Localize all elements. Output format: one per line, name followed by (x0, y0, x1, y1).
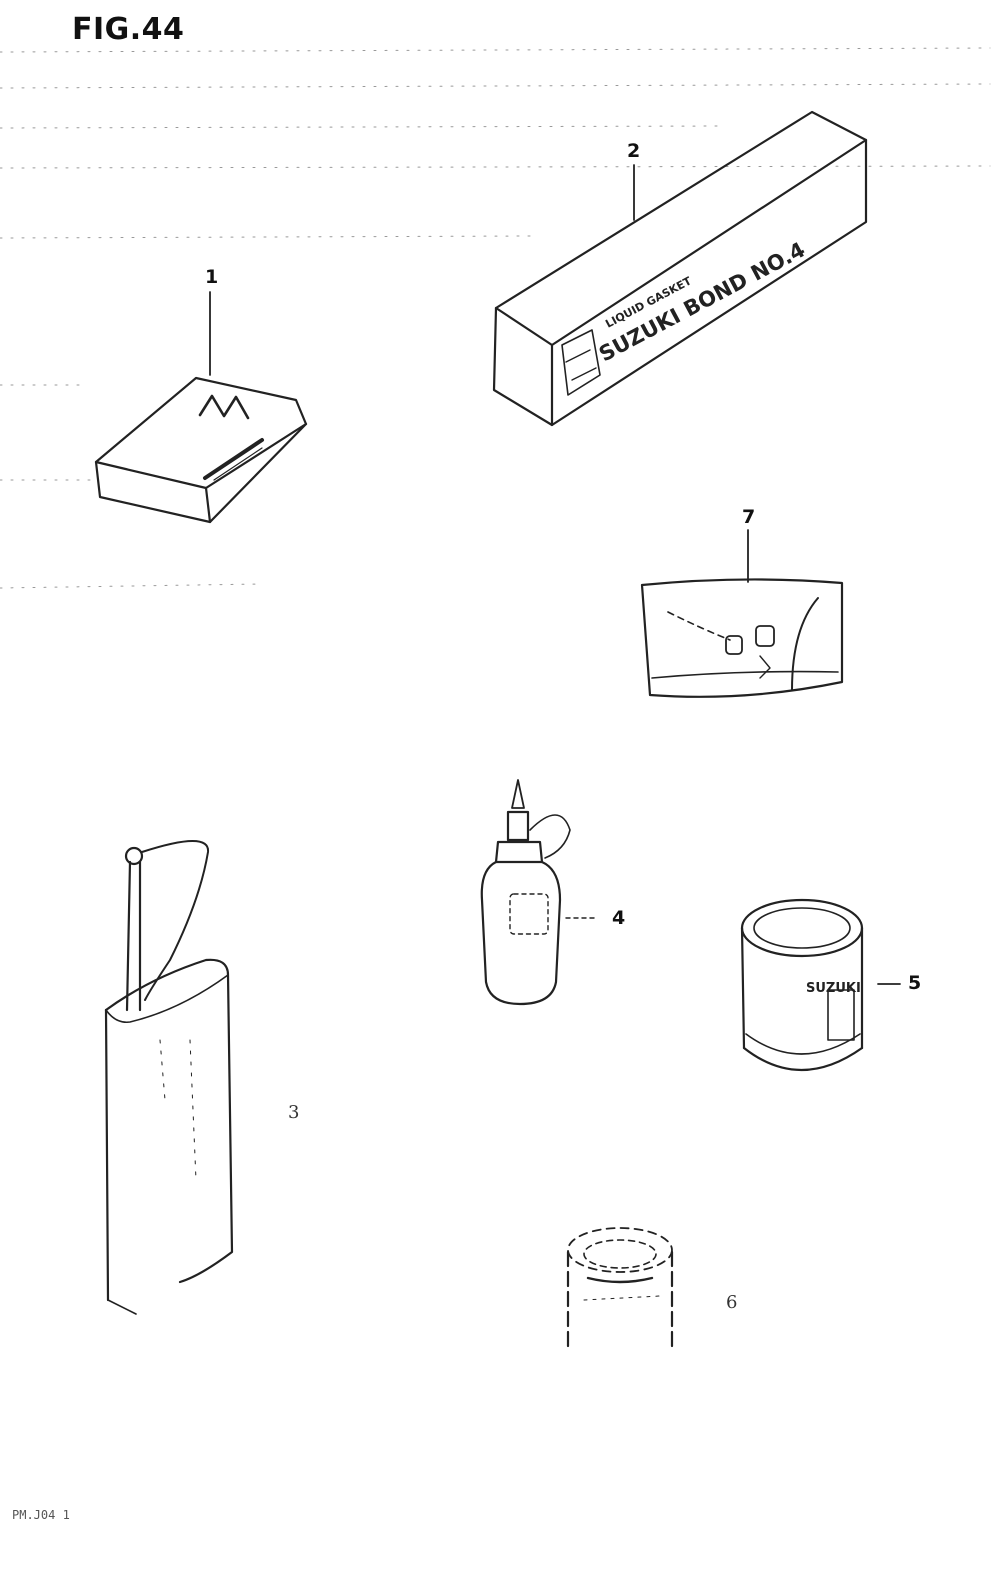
callout-5: 5 (908, 972, 922, 994)
figure-title: FIG.44 (72, 12, 185, 47)
part-6-can (566, 1227, 674, 1352)
callout-3: 3 (288, 1102, 300, 1123)
callout-6: 6 (726, 1292, 738, 1313)
footer-code: PM.J04 1 (12, 1508, 70, 1522)
part-1-box (94, 291, 308, 524)
part-4-bottle (480, 779, 597, 1006)
part-7-pouch (640, 529, 844, 698)
part-5-tin (740, 898, 901, 1072)
tin5-label: SUZUKI (806, 981, 861, 996)
callout-2: 2 (627, 140, 641, 162)
part-3-can (104, 840, 234, 1315)
part-2-lettering: LIQUID GASKET SUZUKI BOND NO.4 (595, 237, 809, 366)
callout-7: 7 (742, 506, 756, 528)
part-2-box (492, 110, 868, 427)
box2-main-label: SUZUKI BOND NO.4 (595, 237, 809, 366)
callout-1: 1 (205, 266, 219, 288)
callout-4: 4 (612, 907, 626, 929)
